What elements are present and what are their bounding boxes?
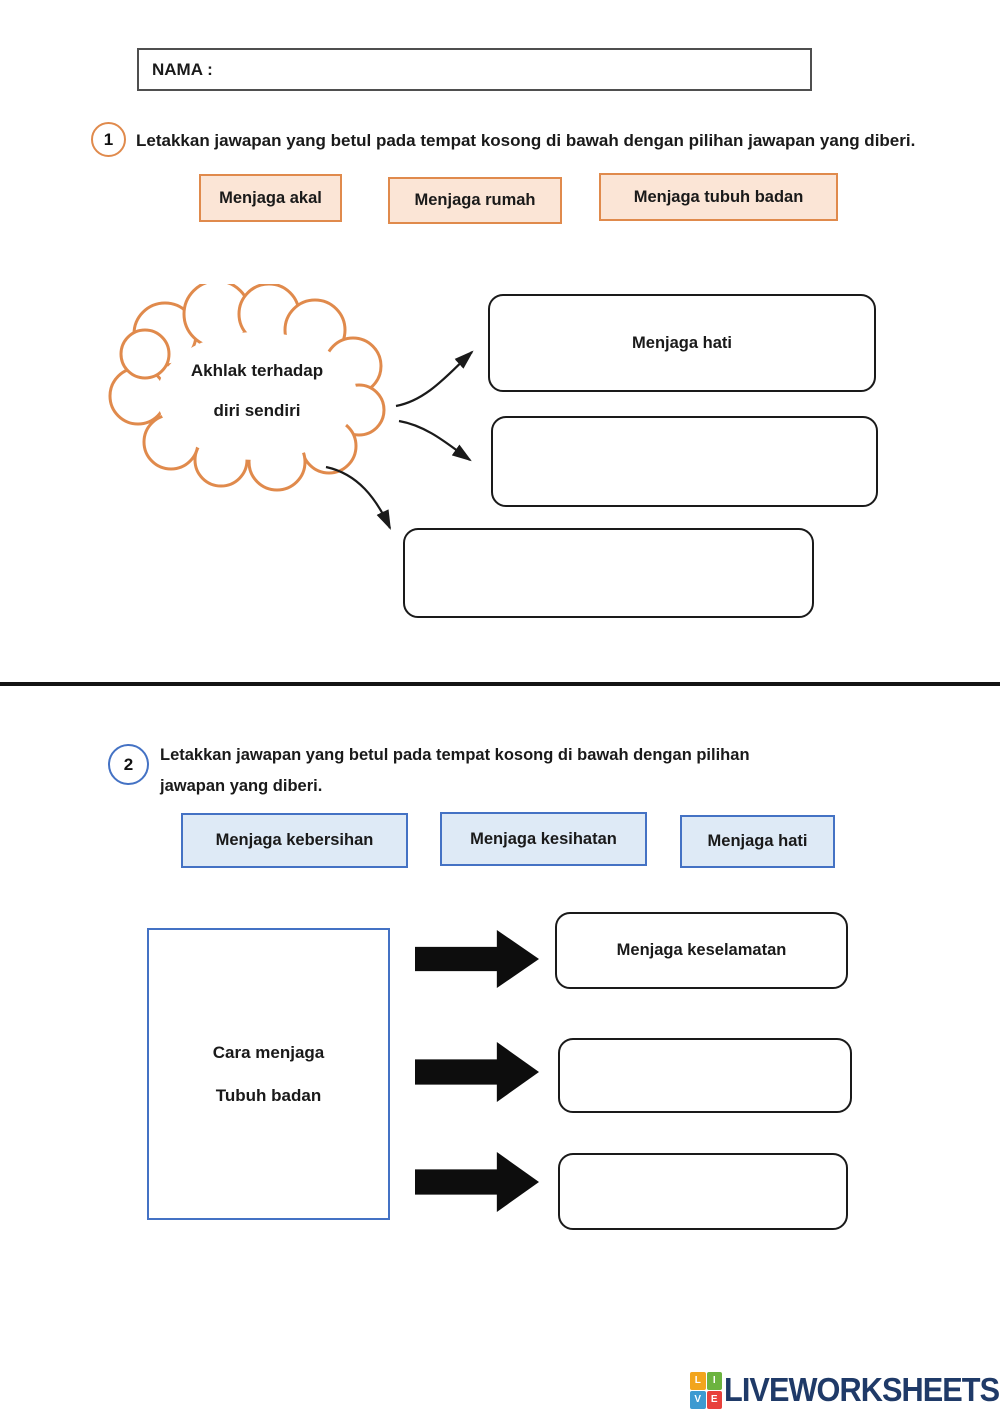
q2-choice-label-1: Menjaga kebersihan <box>215 831 374 849</box>
q2-instruction: Letakkan jawapan yang betul pada tempat … <box>160 740 840 802</box>
logo-tile-i: I <box>706 1371 722 1390</box>
q2-source-box: Cara menjaga Tubuh badan <box>147 928 390 1220</box>
logo-tile-l: L <box>690 1371 706 1390</box>
q1-arrow-2 <box>398 419 472 462</box>
q1-answer-slot-2[interactable] <box>491 416 878 507</box>
q2-arrow-2 <box>415 1042 539 1102</box>
q2-number-badge: 2 <box>108 744 149 785</box>
q1-choice-chip-1[interactable]: Menjaga akal <box>199 174 342 222</box>
q1-answer-slot-1[interactable]: Menjaga hati <box>488 294 876 392</box>
q1-cloud-shape: Akhlak terhadap diri sendiri <box>108 284 386 492</box>
liveworksheets-logo-icon: L I V E <box>690 1371 722 1409</box>
q2-source-label-line1: Cara menjaga <box>212 1042 325 1062</box>
q2-arrow-3 <box>415 1152 539 1212</box>
q1-number-badge: 1 <box>91 122 126 157</box>
q1-choice-label-1: Menjaga akal <box>219 188 322 207</box>
q1-choice-label-2: Menjaga rumah <box>414 191 536 209</box>
q1-answer-label-1: Menjaga hati <box>632 333 732 352</box>
q1-cloud-label-line1: Akhlak terhadap <box>191 361 323 380</box>
q2-choice-label-3: Menjaga hati <box>707 832 808 850</box>
q1-instruction: Letakkan jawapan yang betul pada tempat … <box>136 131 916 150</box>
q2-answer-slot-1[interactable]: Menjaga keselamatan <box>555 912 848 989</box>
q2-answer-slot-3[interactable] <box>558 1153 848 1230</box>
q2-answer-label-1: Menjaga keselamatan <box>616 941 787 959</box>
q2-number: 2 <box>123 754 134 774</box>
section-divider <box>0 682 1000 686</box>
q2-instruction-line1: Letakkan jawapan yang betul pada tempat … <box>160 746 750 764</box>
logo-tile-e: E <box>706 1390 722 1409</box>
q2-choice-chip-1[interactable]: Menjaga kebersihan <box>181 813 408 868</box>
liveworksheets-logo[interactable]: L I V E LIVEWORKSHEETS <box>690 1371 1000 1409</box>
q2-source-label-line2: Tubuh badan <box>215 1085 322 1105</box>
q1-cloud-label-line2: diri sendiri <box>214 401 301 420</box>
q2-answer-slot-2[interactable] <box>558 1038 852 1113</box>
q1-choice-label-3: Menjaga tubuh badan <box>633 187 804 206</box>
q1-choice-chip-2[interactable]: Menjaga rumah <box>388 177 562 224</box>
q2-choice-chip-2[interactable]: Menjaga kesihatan <box>440 812 647 866</box>
q1-number: 1 <box>103 129 114 149</box>
q1-answer-slot-3[interactable] <box>403 528 814 618</box>
q2-choice-chip-3[interactable]: Menjaga hati <box>680 815 835 868</box>
logo-tile-v: V <box>690 1390 706 1409</box>
q2-instruction-line2: jawapan yang diberi. <box>160 777 323 795</box>
liveworksheets-logo-text: LIVEWORKSHEETS <box>724 1371 1000 1408</box>
q2-choice-label-2: Menjaga kesihatan <box>470 829 617 848</box>
q2-arrow-1 <box>415 930 539 988</box>
name-label: NAMA : <box>152 59 213 79</box>
name-field[interactable]: NAMA : <box>137 48 812 91</box>
q1-choice-chip-3[interactable]: Menjaga tubuh badan <box>599 173 838 221</box>
